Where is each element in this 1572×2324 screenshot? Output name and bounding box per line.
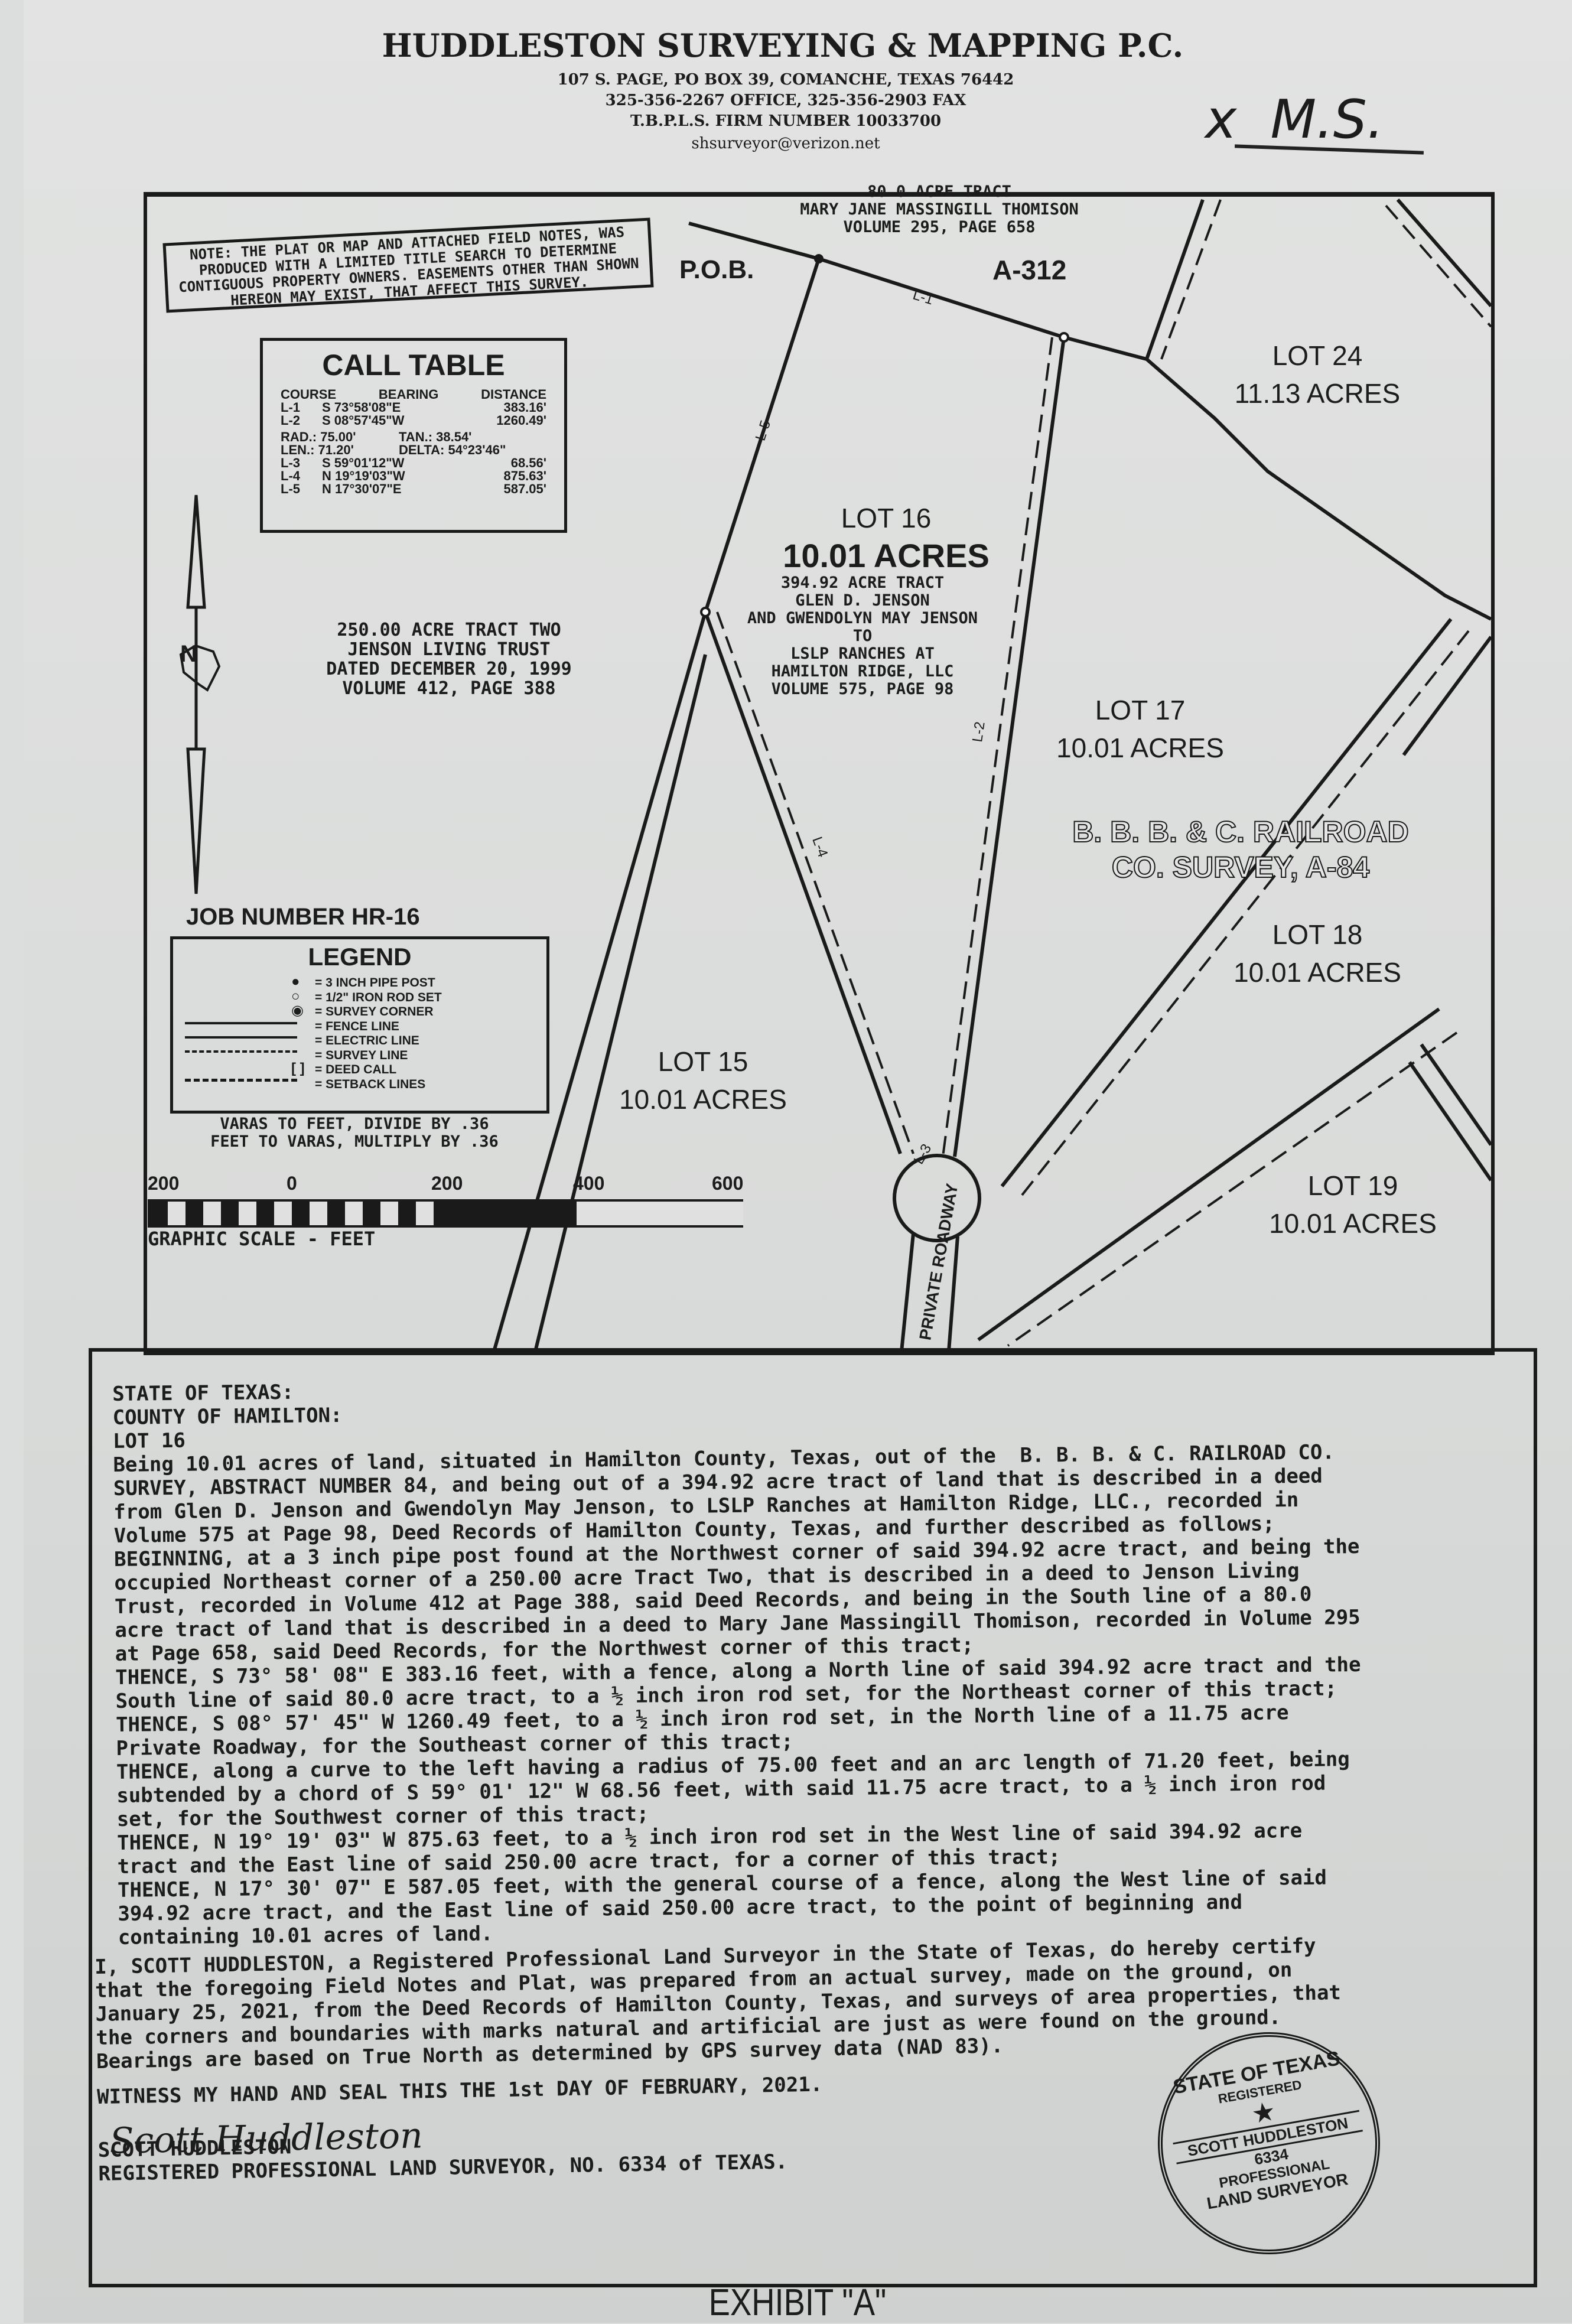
survey-line-symbol <box>185 1050 297 1053</box>
cul-de-sac <box>893 1154 981 1242</box>
firm-number: T.B.P.L.S. FIRM NUMBER 10033700 <box>630 112 942 130</box>
lot16-west-line-l5 <box>704 258 821 613</box>
curve-data: RAD.: 75.00'TAN.: 38.54' <box>281 429 472 444</box>
document-page <box>24 0 1572 2323</box>
call-table-title: CALL TABLE <box>322 349 505 382</box>
col-distance: DISTANCE <box>481 387 546 402</box>
legend-title: LEGEND <box>308 943 412 971</box>
plat-lines <box>179 198 1491 1352</box>
abstract-label: A-312 <box>992 255 1067 285</box>
pob-pipe-post <box>814 254 824 263</box>
legal-description: STATE OF TEXAS:COUNTY OF HAMILTON:LOT 16… <box>112 1380 1361 1949</box>
col-bearing: BEARING <box>378 387 439 402</box>
company-email: shsurveyor@verizon.net <box>691 135 880 152</box>
north-arrow <box>179 494 221 894</box>
scale-ticks: 200 0 200 400 600 <box>148 1173 744 1194</box>
electric-line-symbol <box>185 1036 297 1039</box>
certification: I, SCOTT HUDDLESTON, a Registered Profes… <box>95 1934 1344 2186</box>
line-label-l2: L-2 <box>969 720 988 743</box>
job-number: JOB NUMBER HR-16 <box>186 904 420 930</box>
col-course: COURSE <box>281 387 337 402</box>
lot15-west-line <box>492 611 707 1352</box>
legend: LEGEND ●○◉---[ ] = 3 INCH PIPE POST= 1/2… <box>170 936 549 1114</box>
plat-map <box>144 192 1495 1355</box>
north-letter: N <box>180 641 197 667</box>
handwritten-initials: x M.S. <box>1205 89 1384 151</box>
company-phone: 325-356-2267 OFFICE, 325-356-2903 FAX <box>605 92 966 109</box>
setback-line-symbol <box>185 1079 297 1082</box>
fence-line-symbol <box>185 1022 297 1024</box>
company-name: HUDDLESTON SURVEYING & MAPPING P.C. <box>382 27 1184 64</box>
company-address: 107 S. PAGE, PO BOX 39, COMANCHE, TEXAS … <box>557 71 1014 89</box>
legend-items: = 3 INCH PIPE POST= 1/2" IRON ROD SET= S… <box>315 976 442 1091</box>
exhibit-label: EXHIBIT "A" <box>708 2281 887 2323</box>
curve-data: LEN.: 71.20'DELTA: 54°23'46" <box>281 442 506 457</box>
graphic-scale-label: GRAPHIC SCALE - FEET <box>148 1228 376 1250</box>
pob-label: P.O.B. <box>679 255 754 284</box>
field-notes-section <box>89 1348 1537 2287</box>
legend-symbols: ●○◉---[ ] <box>291 974 305 1076</box>
north-boundary-line <box>688 222 1491 621</box>
lot16-west-line-l4 <box>704 611 902 1155</box>
lot16-east-line-l2 <box>953 337 1066 1157</box>
graphic-scale-bar <box>148 1199 743 1228</box>
